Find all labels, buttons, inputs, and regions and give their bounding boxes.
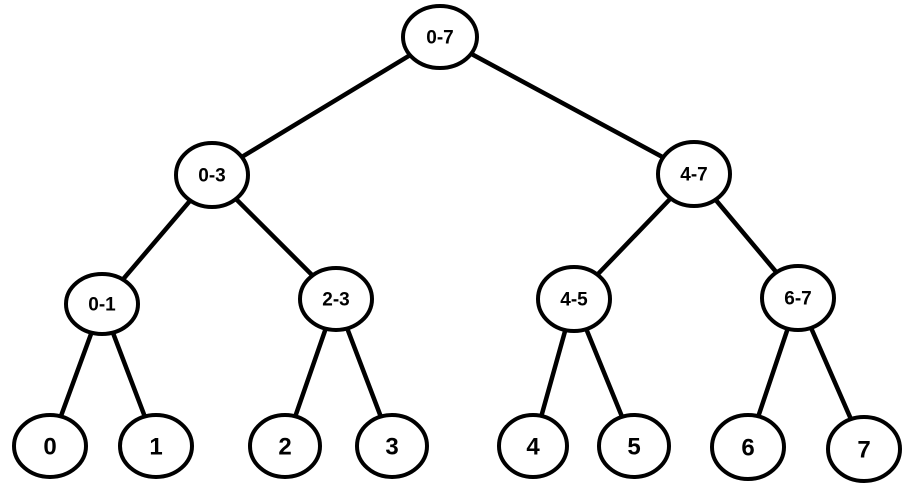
node-label-2: 2 bbox=[278, 433, 291, 460]
node-circle-2-3 bbox=[298, 266, 374, 332]
node-circle-1 bbox=[118, 413, 194, 479]
node-circle-0-3 bbox=[174, 141, 250, 209]
tree-edge-0-7-to-4-7 bbox=[437, 34, 697, 177]
node-label-4: 4 bbox=[526, 433, 540, 460]
node-label-5: 5 bbox=[627, 433, 640, 460]
tree-node-6: 6 bbox=[710, 413, 786, 481]
nodes-layer: 0-7 0-3 4-7 0-1 2-3 4-5 6-7 0 1 2 3 4 5 6 7 bbox=[12, 4, 902, 483]
tree-node-0-7: 0-7 bbox=[401, 4, 479, 70]
tree-node-0-1: 0-1 bbox=[64, 272, 140, 336]
node-label-3: 3 bbox=[385, 433, 398, 460]
node-label-2-3: 2-3 bbox=[322, 290, 349, 311]
node-label-7: 7 bbox=[857, 436, 870, 463]
node-label-4-7: 4-7 bbox=[680, 165, 707, 186]
tree-node-6-7: 6-7 bbox=[760, 264, 836, 332]
node-circle-0-7 bbox=[401, 4, 479, 70]
node-label-0-3: 0-3 bbox=[198, 166, 225, 187]
tree-node-4-5: 4-5 bbox=[536, 265, 612, 333]
node-circle-4-7 bbox=[656, 140, 732, 208]
tree-node-4-7: 4-7 bbox=[656, 140, 732, 208]
tree-node-3: 3 bbox=[355, 413, 429, 479]
tree-node-7: 7 bbox=[826, 415, 902, 483]
node-circle-3 bbox=[355, 413, 429, 479]
node-label-6: 6 bbox=[741, 434, 754, 461]
node-circle-6 bbox=[710, 413, 786, 481]
tree-node-0-3: 0-3 bbox=[174, 141, 250, 209]
node-circle-4 bbox=[497, 413, 569, 479]
tree-node-1: 1 bbox=[118, 413, 194, 479]
node-circle-2 bbox=[248, 413, 322, 479]
node-label-1: 1 bbox=[149, 433, 162, 460]
node-label-6-7: 6-7 bbox=[784, 289, 811, 310]
tree-node-0: 0 bbox=[12, 413, 88, 479]
node-label-4-5: 4-5 bbox=[560, 290, 588, 311]
node-circle-7 bbox=[826, 415, 902, 483]
tree-node-2-3: 2-3 bbox=[298, 266, 374, 332]
tree-node-4: 4 bbox=[497, 413, 569, 479]
node-circle-0-1 bbox=[64, 272, 140, 336]
node-circle-0 bbox=[12, 413, 88, 479]
edges-layer bbox=[47, 34, 867, 452]
node-circle-4-5 bbox=[536, 265, 612, 333]
node-label-0: 0 bbox=[43, 433, 56, 460]
tree-edge-0-7-to-0-3 bbox=[209, 34, 443, 178]
node-label-0-7: 0-7 bbox=[426, 28, 453, 49]
node-circle-5 bbox=[597, 413, 671, 479]
node-circle-6-7 bbox=[760, 264, 836, 332]
node-label-0-1: 0-1 bbox=[88, 295, 116, 316]
tree-node-5: 5 bbox=[597, 413, 671, 479]
tree-node-2: 2 bbox=[248, 413, 322, 479]
